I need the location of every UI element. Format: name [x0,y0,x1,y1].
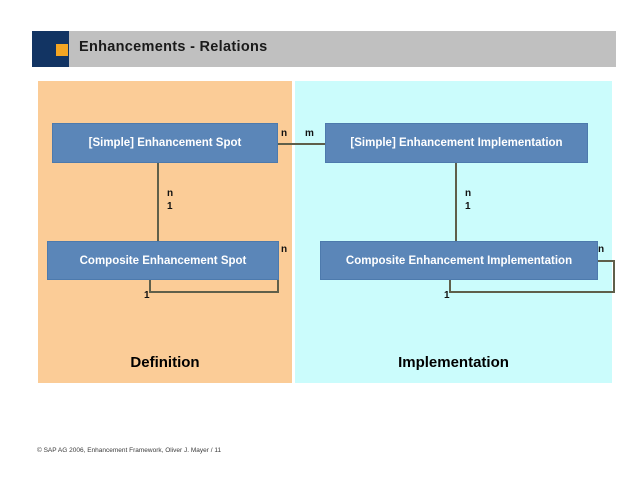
title-navy-block [32,31,69,67]
connector-spot-to-implementation [270,143,326,145]
connector-composite-impl-loop-stub [598,260,615,262]
entity-composite-enhancement-spot[interactable]: Composite Enhancement Spot [47,241,279,280]
entity-label: Composite Enhancement Spot [79,254,247,267]
cardinality-composite-spot-loop-n: n [281,244,288,255]
slide-footer: © SAP AG 2006, Enhancement Framework, Ol… [37,447,222,454]
connector-composite-spot-loop-bottom [149,291,279,293]
cardinality-spot-to-impl-m: m [305,128,314,139]
cardinality-spot-to-impl-n: n [281,128,288,139]
entity-label: [Simple] Enhancement Implementation [350,137,563,149]
cardinality-composite-impl-loop-1: 1 [444,290,450,301]
entity-simple-enhancement-implementation[interactable]: [Simple] Enhancement Implementation [325,123,588,163]
connector-composite-spot-loop-left [149,272,151,293]
page-title: Enhancements - Relations [79,39,268,55]
title-bar-background [68,31,616,67]
connector-composite-impl-loop-bottom [449,291,615,293]
title-accent-square-icon [56,44,68,56]
cardinality-spot-vertical-n: n [167,188,174,199]
panel-implementation-caption: Implementation [398,354,509,371]
cardinality-impl-vertical-1: 1 [465,201,471,212]
entity-composite-enhancement-implementation[interactable]: Composite Enhancement Implementation [320,241,598,280]
cardinality-spot-vertical-1: 1 [167,201,173,212]
connector-spot-vertical [157,163,159,246]
connector-composite-impl-loop-right [613,260,615,293]
cardinality-composite-spot-loop-1: 1 [144,290,150,301]
cardinality-composite-impl-loop-n: n [598,244,605,255]
entity-simple-enhancement-spot[interactable]: [Simple] Enhancement Spot [52,123,278,163]
connector-composite-impl-loop-left [449,272,451,293]
entity-label: [Simple] Enhancement Spot [88,137,242,149]
entity-label: Composite Enhancement Implementation [345,254,573,267]
connector-implementation-vertical [455,163,457,246]
cardinality-impl-vertical-n: n [465,188,472,199]
panel-definition-caption: Definition [130,354,200,371]
slide-title-bar: Enhancements - Relations [32,31,616,67]
